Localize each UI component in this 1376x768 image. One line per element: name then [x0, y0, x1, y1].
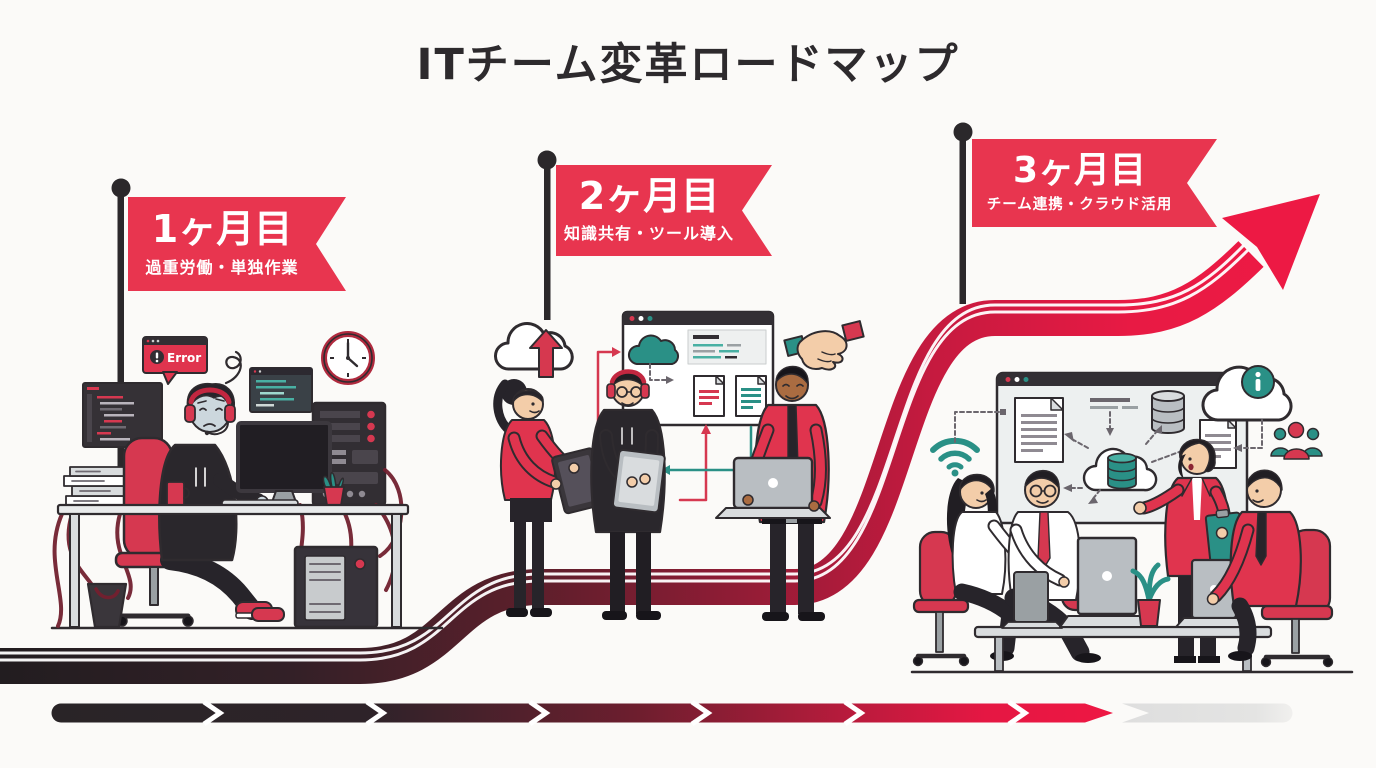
- page-title: ITチーム変革ロードマップ: [416, 40, 960, 90]
- database-icon: [1151, 390, 1185, 434]
- cloud-icon: [628, 334, 679, 365]
- headphones-icon: [184, 387, 236, 436]
- roadmap-road: [0, 194, 1320, 684]
- error-label: Error: [167, 351, 201, 365]
- laptop-icon: [715, 456, 831, 519]
- wifi-icon: [930, 437, 980, 477]
- cloud-upload-icon: [494, 321, 574, 378]
- stressed-worker-figure: [158, 382, 285, 622]
- trash-bucket-icon: [86, 582, 128, 629]
- milestone-2-label: 2ヶ月目: [578, 173, 720, 218]
- milestone-1-subtitle: 過重労働・単独作業: [145, 257, 299, 277]
- cloud-info-icon: [1201, 365, 1293, 422]
- flag-pole-3: [953, 122, 973, 304]
- flag-pole-1: [111, 178, 131, 510]
- cloud-database-icon: [1082, 447, 1158, 492]
- milestone-3-label: 3ヶ月目: [1012, 149, 1147, 191]
- road-lane-line: [0, 248, 1250, 662]
- cloud-connector: [1241, 419, 1263, 449]
- sneaker-icon: [251, 607, 285, 622]
- milestone-2-subtitle: 知識共有・ツール導入: [563, 224, 734, 244]
- progress-bar-remaining: [1122, 703, 1293, 723]
- document-icon: [1014, 397, 1064, 463]
- seated-woman-figure: [946, 473, 1036, 661]
- progress-bar-completed: [51, 703, 1113, 723]
- office-chair: [1260, 528, 1334, 668]
- milestone-flag-3: 3ヶ月目 チーム連携・クラウド活用: [972, 139, 1217, 227]
- desktop-tower-icon: [293, 545, 379, 629]
- scene-month3-collaboration: [910, 365, 1354, 674]
- progress-bar-chevrons: [202, 699, 1030, 727]
- milestone-1-label: 1ヶ月目: [151, 207, 293, 252]
- woman-with-tablet-figure: [493, 379, 607, 617]
- error-popup-icon: Error: [142, 336, 208, 385]
- scene-month2-sharing: [493, 310, 865, 621]
- laptop-icon: [1059, 536, 1155, 628]
- tablet-icon: [611, 448, 666, 514]
- document-teal-icon: [735, 375, 767, 417]
- wifi-connector: [954, 411, 1001, 443]
- meeting-table: [973, 625, 1273, 672]
- scene-month1-overwork: Error: [50, 331, 444, 630]
- monitor-icon: [221, 421, 332, 507]
- growth-arrow-icon: [1222, 194, 1320, 290]
- handshake-icon: [783, 320, 865, 371]
- man-with-headphones-figure: [590, 369, 666, 620]
- road-lane-line: [0, 243, 1246, 655]
- browser-window-icon: [621, 310, 775, 427]
- plant-icon: [1130, 562, 1171, 627]
- milestone-flag-1: 1ヶ月目 過重労働・単独作業: [128, 197, 346, 291]
- plant-icon: [322, 472, 345, 506]
- desk: [56, 503, 410, 628]
- flag-pole-2: [537, 150, 557, 320]
- wall-clock-icon: [321, 331, 375, 385]
- stress-scribble-icon: [224, 350, 242, 385]
- man-with-laptop-figure: [715, 366, 831, 621]
- milestone-3-subtitle: チーム連携・クラウド活用: [986, 197, 1173, 214]
- seated-man-right-figure: [1206, 469, 1302, 661]
- code-window-icon: [82, 382, 163, 448]
- team-icon: [1270, 421, 1323, 460]
- document-red-icon: [693, 375, 725, 417]
- terminal-window-icon: [249, 367, 313, 413]
- flow-arrows: [1069, 411, 1191, 501]
- milestone-flag-2: 2ヶ月目 知識共有・ツール導入: [556, 165, 772, 256]
- progress-bar: [51, 699, 1293, 727]
